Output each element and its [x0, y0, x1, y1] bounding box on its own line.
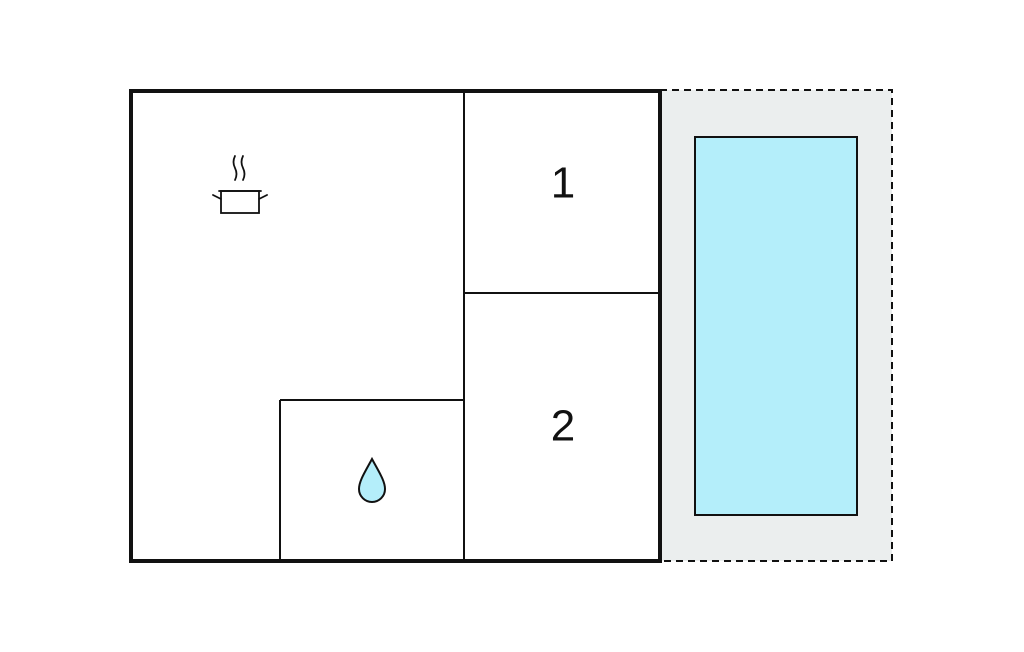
cooking-pot-icon [212, 155, 268, 214]
swimming-pool [694, 136, 858, 516]
room-label-2: 2 [551, 402, 575, 451]
water-drop-icon [357, 456, 387, 503]
room-label-1: 1 [551, 159, 575, 208]
house-outer-wall [129, 89, 662, 563]
interior-walls [279, 91, 660, 561]
